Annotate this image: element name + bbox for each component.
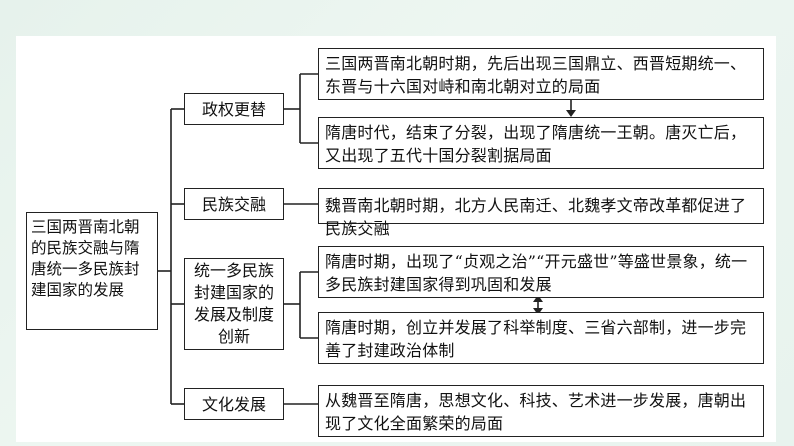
detail-box: 隋唐时代，结束了分裂，出现了隋唐统一王朝。唐灭亡后，又出现了五代十国分裂割据局面 (318, 117, 764, 169)
detail-box: 隋唐时期，出现了“贞观之治”“开元盛世”等盛世景象，统一多民族封建国家得到巩固和… (318, 246, 764, 298)
category-culture: 文化发展 (184, 388, 284, 420)
root-topic: 三国两晋南北朝的民族交融与隋唐统一多民族封建国家的发展 (26, 212, 158, 330)
down-arrow-icon (566, 110, 576, 117)
category-regime-change: 政权更替 (184, 93, 284, 125)
category-label: 统一多民族封建国家的发展及制度创新 (193, 261, 274, 346)
detail-box: 三国两晋南北朝时期，先后出现三国鼎立、西晋短期统一、东晋与十六国对峙和南北朝对立… (318, 48, 764, 100)
detail-box: 隋唐时期，创立并发展了科举制度、三省六部制，进一步完善了封建政治体制 (318, 312, 764, 364)
detail-box: 魏晋南北朝时期，北方人民南迁、北魏孝文帝改革都促进了民族交融 (318, 188, 764, 238)
detail-box: 从魏晋至隋唐，思想文化、科技、艺术进一步发展，唐朝出现了文化全面繁荣的局面 (318, 385, 764, 437)
up-arrow-icon (533, 295, 543, 302)
concept-map: 三国两晋南北朝的民族交融与隋唐统一多民族封建国家的发展 政权更替 民族交融 统一… (16, 36, 776, 442)
connector-lines (158, 73, 576, 405)
down-arrow-icon (533, 308, 543, 315)
category-ethnic-integration: 民族交融 (184, 188, 284, 220)
category-state-development: 统一多民族封建国家的发展及制度创新 (184, 258, 284, 350)
